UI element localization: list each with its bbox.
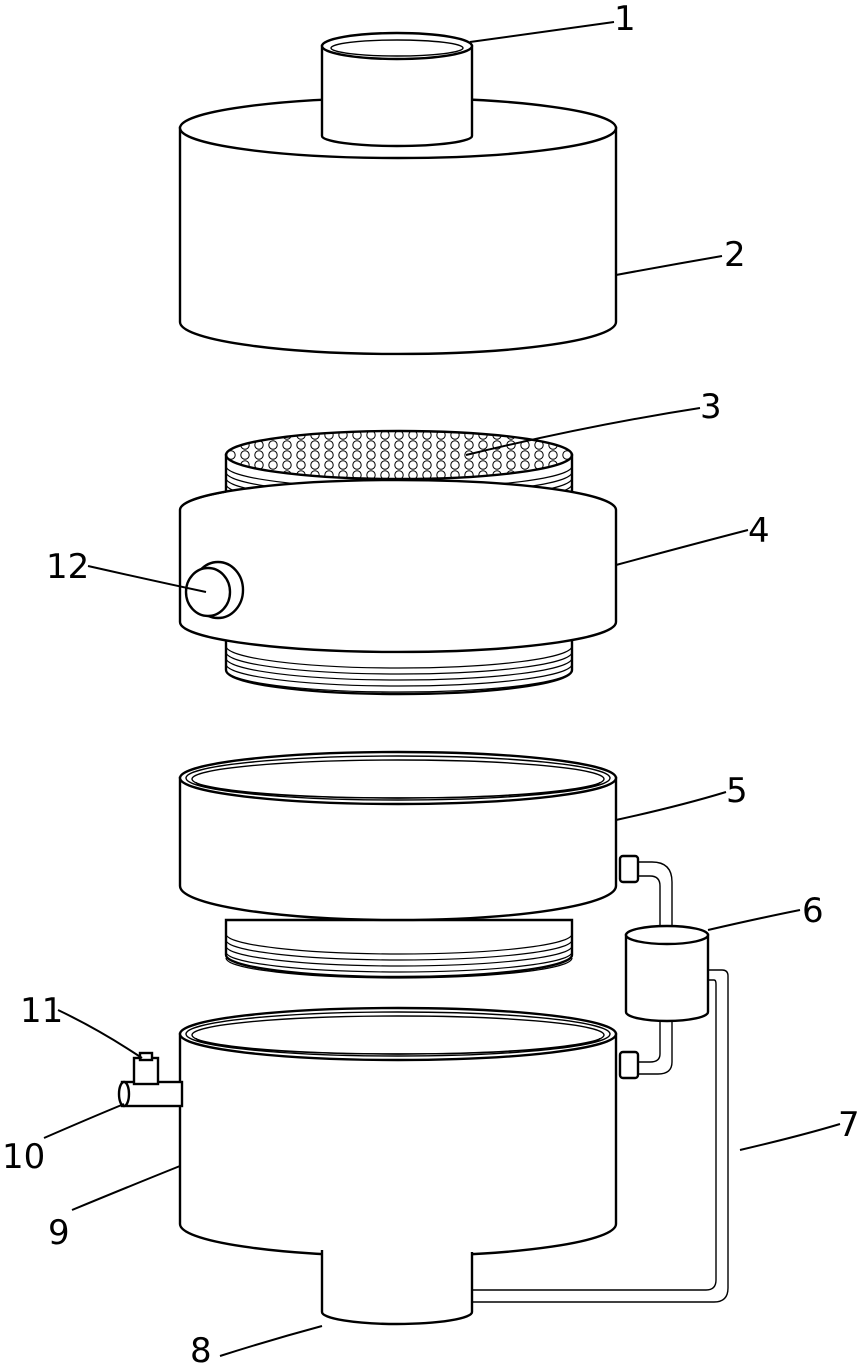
middle-ring [178, 478, 618, 654]
label-10: 10 [2, 1137, 45, 1177]
upper-cup [178, 750, 618, 979]
filter-section [178, 429, 618, 696]
pump-unit [618, 854, 710, 1080]
label-8: 8 [190, 1331, 212, 1367]
label-12: 12 [46, 547, 89, 587]
lower-thread-rings [225, 645, 573, 693]
return-tube [472, 969, 729, 1303]
label-2: 2 [724, 235, 746, 275]
label-5: 5 [726, 771, 748, 811]
filter-screen [224, 429, 574, 481]
label-6: 6 [802, 891, 824, 931]
label-7: 7 [838, 1105, 860, 1145]
label-1: 1 [614, 0, 636, 39]
side-valve [117, 1051, 184, 1108]
label-3: 3 [700, 387, 722, 427]
label-9: 9 [48, 1213, 70, 1253]
inlet-pipe [320, 31, 474, 148]
leader-lines [43, 21, 841, 1357]
label-4: 4 [748, 511, 770, 551]
label-11: 11 [20, 991, 63, 1031]
outlet-pipe [320, 1250, 474, 1326]
lower-cup [178, 1006, 618, 1258]
